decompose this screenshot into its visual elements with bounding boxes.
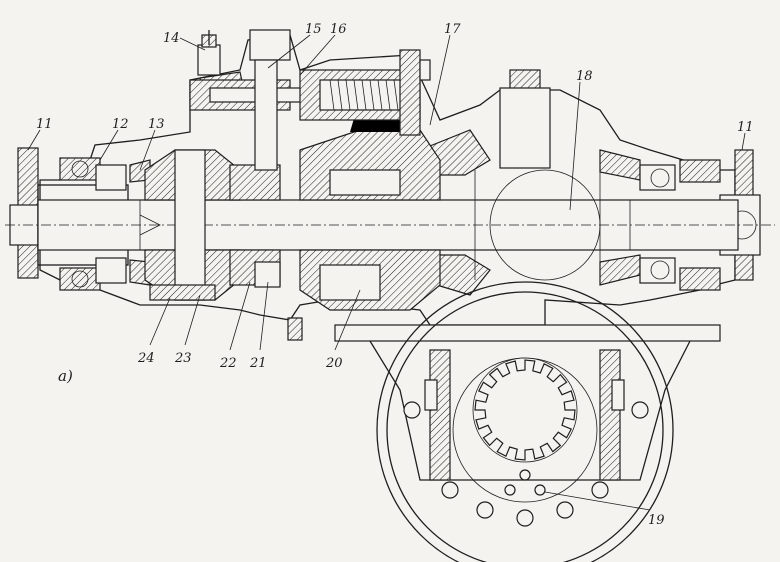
- callout-16: 16: [330, 22, 347, 37]
- callout-19: 19: [648, 513, 665, 528]
- breather: [197, 30, 221, 76]
- leader-lines: [27, 34, 746, 511]
- callout-22: 22: [219, 356, 237, 371]
- shift-mechanism: [189, 29, 431, 171]
- axle-shaft: [5, 199, 775, 251]
- top-cover: [474, 69, 601, 281]
- callout-21: 21: [249, 356, 267, 371]
- spline-gear: [474, 359, 576, 461]
- callout-20: 20: [325, 356, 343, 371]
- main-gear-set: [299, 115, 441, 311]
- callout-11-left: 11: [36, 117, 53, 132]
- callout-14: 14: [163, 31, 180, 46]
- callout-12: 12: [112, 117, 129, 132]
- callout-15: 15: [305, 22, 322, 37]
- right-flange: [639, 149, 761, 291]
- figure-label: a): [58, 367, 73, 385]
- callout-18: 18: [576, 69, 593, 84]
- spline-teeth: [474, 359, 576, 461]
- differential: [144, 149, 281, 301]
- drain-plug: [287, 317, 303, 341]
- callout-11-right: 11: [737, 120, 754, 135]
- callout-17: 17: [444, 22, 461, 37]
- callout-13: 13: [148, 117, 165, 132]
- callout-23: 23: [174, 351, 192, 366]
- bottom-bolts: [403, 401, 649, 527]
- callout-24: 24: [137, 351, 155, 366]
